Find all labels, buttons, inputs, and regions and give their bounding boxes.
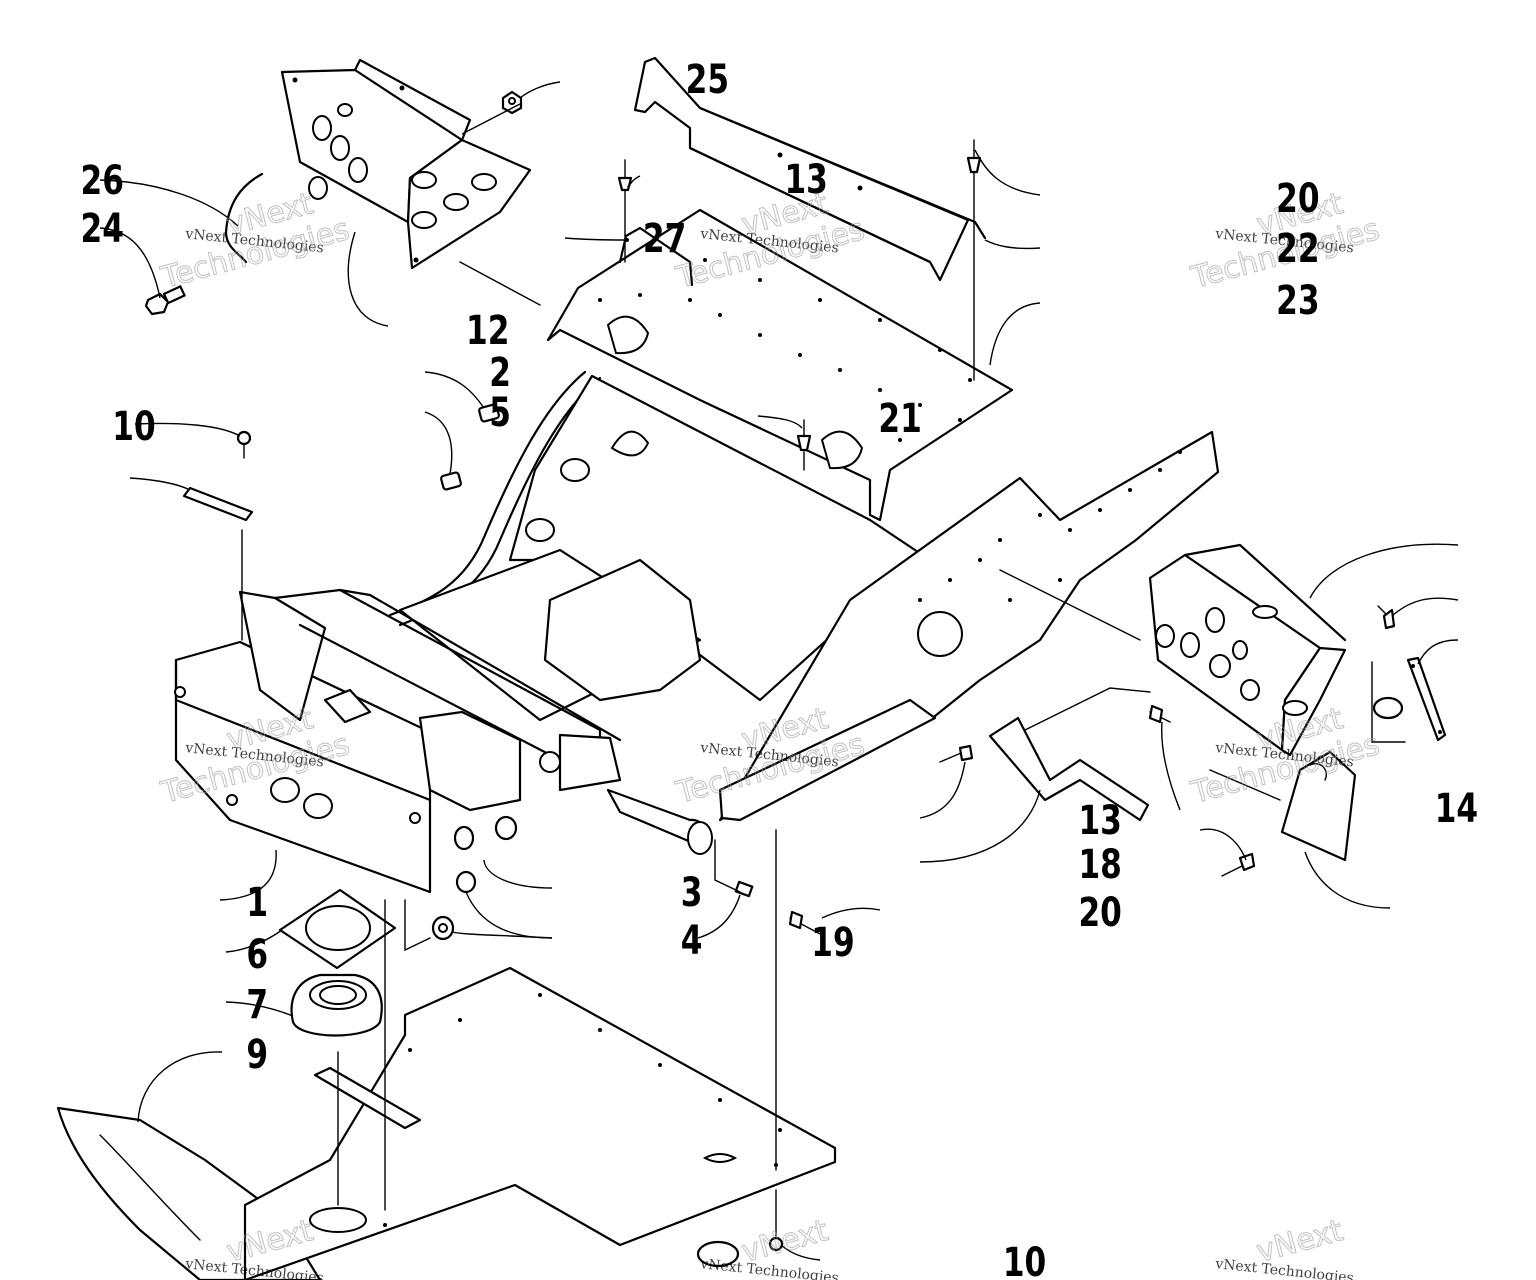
bottom-grommet-and-screw: [696, 1236, 784, 1268]
fastener-pins-top: [617, 139, 982, 452]
callout-21: 22: [1276, 226, 1319, 272]
callout-25: 26: [81, 158, 124, 204]
part-21-seat-rail: [633, 56, 987, 282]
callout-labels: 25 26 24 13 27 20 22 23 12 2 5 21 10 12 …: [81, 57, 1479, 1280]
callout-20-mid: 21: [878, 396, 921, 442]
callout-6: 6: [246, 932, 268, 978]
part-1-front-frame: [174, 588, 622, 894]
part-17-bracket: [988, 716, 1150, 822]
lower-belly-pan: [243, 966, 837, 1280]
callout-10-bottom: 10: [1003, 1240, 1046, 1280]
main-chassis-frame: [388, 370, 1220, 855]
part-23-bolt: [144, 285, 186, 316]
callout-20-top: 20: [1276, 176, 1319, 222]
part-25-cable: [224, 172, 264, 264]
part-12-right-footrest-plate: [1148, 543, 1347, 757]
parts-3-4-grommets: [431, 815, 518, 941]
callout-9: 9: [246, 1032, 268, 1078]
part-12-left-footrest-plate: [280, 58, 532, 270]
parts-18-19-clip-rivet: [734, 880, 823, 936]
parts-10-27-screw-plate: [182, 430, 254, 522]
callout-3: 3: [681, 870, 703, 916]
part-26-bracket: [618, 226, 694, 287]
callout-2: 2: [489, 350, 511, 396]
part-16-rivet: [1372, 605, 1404, 720]
watermark-outline-word: vNext: [1253, 1213, 1347, 1270]
parts-2-5-bushings: [440, 403, 500, 491]
callout-26: 27: [643, 216, 686, 262]
callout-18: 19: [811, 920, 854, 966]
leader-lines: [99, 81, 1459, 1261]
callout-4: 4: [681, 918, 703, 964]
callout-17: 18: [1078, 842, 1121, 888]
callout-24: 25: [686, 57, 729, 103]
part-24-nut: [501, 90, 523, 115]
callout-5: 5: [489, 390, 511, 436]
callout-23: 24: [81, 206, 124, 252]
callout-7: 7: [246, 982, 268, 1028]
part-6-flange-plate: [278, 888, 397, 970]
part-14-guard: [1280, 750, 1357, 862]
callout-13-right: 14: [1435, 786, 1478, 832]
panel-holes: [598, 258, 972, 442]
callout-12-left: 12: [466, 308, 509, 354]
part-22-rear-panel: [546, 208, 1014, 522]
callout-13-top: 13: [784, 157, 827, 203]
callout-10-top: 10: [112, 404, 155, 450]
part-15-strap: [1406, 656, 1447, 742]
right-rivets: [939, 704, 1256, 877]
callout-19: 20: [1078, 890, 1121, 936]
callout-22: 23: [1276, 278, 1319, 324]
callout-1: 1: [246, 880, 268, 926]
part-7-boot: [290, 973, 383, 1037]
watermark-outline-word: vNext: [738, 1213, 832, 1270]
callout-13-mid: 13: [1078, 798, 1121, 844]
